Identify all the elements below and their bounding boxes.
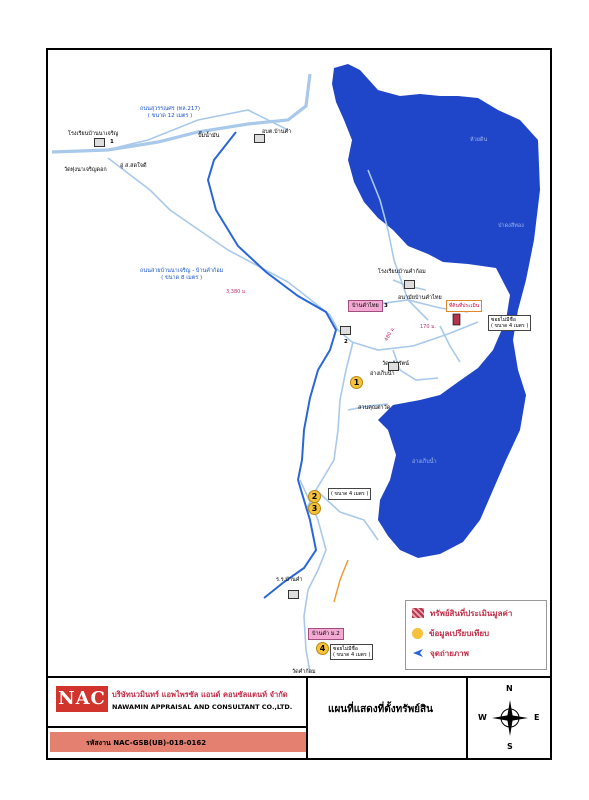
legend-comparison: ข้อมูลเปรียบเทียบ [412, 627, 489, 639]
photo-point-2: 2 [344, 339, 348, 345]
local-road-width: ( ขนาด 8 เมตร ) [161, 274, 203, 281]
label-forest: ป่าดงสีทอง [498, 223, 524, 229]
building-icon [94, 138, 105, 147]
nameless-soi-width: ( ขนาด 4 เมตร ) [491, 323, 529, 329]
label-junction: อบต.บ้านคำ [262, 129, 292, 135]
title-block: NAC บริษัทนวมินทร์ แอพไพรซัล แอนด์ คอนซั… [46, 676, 552, 760]
property-tag: ที่ดินที่ประเมิน [446, 300, 483, 312]
building-icon [388, 362, 399, 371]
nameless-soi-callout: ซอยไม่มีชื่อ ( ขนาด 4 เมตร ) [488, 315, 532, 331]
divider [48, 726, 306, 728]
highway-width: ( ขนาด 12 เมตร ) [147, 112, 193, 119]
compass-north: N [506, 684, 513, 693]
local-road-name: ถนนสายบ้านนาเจริญ - บ้านคำก้อม [140, 268, 224, 274]
village-khamthai-text: บ้านคำไทย [352, 303, 379, 309]
reservoir-water [332, 64, 540, 558]
nac-logo: NAC [56, 686, 108, 712]
village-khamthai-tag: บ้านคำไทย [348, 300, 383, 312]
legend-photo-text: จุดถ่ายภาพ [430, 648, 469, 658]
job-code-bar: รหัสงาน NAC-GSB(UB)-018-0162 [50, 732, 306, 752]
access-road [333, 559, 349, 603]
map-canvas [51, 64, 540, 673]
compass-rose: N S E W [466, 678, 552, 758]
local-roads [105, 109, 479, 673]
camera-direction-icon [412, 648, 424, 658]
soi-nameless-name: ซอยไม่มีชื่อ [333, 646, 358, 652]
location-map: ถนนสุวรรณศร (ทล.217) ( ขนาด 12 เมตร ) ถน… [46, 48, 552, 678]
label-lake: อ่างเก็บน้ำ [412, 459, 437, 465]
appraised-property [452, 313, 461, 326]
hatch-icon [412, 608, 424, 618]
comparison-2-callout: ( ขนาด 4 เมตร ) [328, 488, 372, 500]
divider [306, 678, 308, 758]
compass-east: E [534, 713, 540, 722]
legend-property: ทรัพย์สินที่ประเมินมูลค่า [412, 607, 512, 619]
label-forest-park: สวนคุณตาวัด [358, 405, 391, 411]
document-title: แผนที่แสดงที่ตั้งทรัพย์สิน [328, 704, 433, 715]
distance-short: 170 ม. [420, 324, 437, 330]
distance-main: 3,380 ม. [226, 289, 247, 295]
label-pump-station: ปั๊มน้ำมัน [198, 133, 220, 139]
building-icon [288, 590, 299, 599]
label-school-village: ร.ร.บ้านคำ [276, 577, 303, 583]
label-temple: วัดทุ่งนาเจริญดอก [64, 167, 107, 173]
label-school-nacharoen: โรงเรียนบ้านนาเจริญ [68, 131, 119, 137]
label-temple-bottom: วัดคำก้อม [292, 669, 316, 675]
company-name-thai: บริษัทนวมินทร์ แอพไพรซัล แอนด์ คอนซัลแตน… [112, 690, 288, 699]
highway-name-label: ถนนสุวรรณศร (ทล.217) ( ขนาด 12 เมตร ) [140, 106, 200, 119]
label-village-nadi: อู่ ส.สดใจดี [120, 163, 147, 169]
photo-point-1: 1 [110, 139, 114, 145]
comparison-marker-4: 4 [316, 642, 329, 655]
label-pond: อ่างเก็บน้ำ [370, 371, 395, 377]
label-school-khamkom: โรงเรียนบ้านคำก้อม [378, 269, 426, 275]
legend-comparison-text: ข้อมูลเปรียบเทียบ [429, 628, 490, 638]
highway-name: ถนนสุวรรณศร (ทล.217) [140, 106, 201, 112]
legend-photo: จุดถ่ายภาพ [412, 647, 469, 659]
main-road [206, 131, 338, 481]
soi-nameless-callout: ซอยไม่มีชื่อ ( ขนาด 4 เมตร ) [330, 644, 374, 660]
river [263, 479, 318, 599]
label-health-center: อนามัยบ้านคำไทย [398, 295, 442, 301]
comparison-marker-1: 1 [350, 376, 363, 389]
local-road-label: ถนนสายบ้านนาเจริญ - บ้านคำก้อม ( ขนาด 8 … [140, 268, 223, 281]
map-legend: ทรัพย์สินที่ประเมินมูลค่า ข้อมูลเปรียบเท… [405, 600, 547, 670]
compass-south: S [507, 742, 513, 751]
building-icon [404, 280, 415, 289]
soi-nameless-width: ( ขนาด 4 เมตร ) [333, 652, 371, 658]
photo-point-3: 3 [384, 303, 388, 309]
circle-icon [412, 627, 423, 639]
village-kham-m2-tag: บ้านคำ ม.2 [308, 628, 344, 640]
building-icon [340, 326, 351, 335]
building-icon [254, 134, 265, 143]
comparison-marker-3: 3 [308, 502, 321, 515]
compass-icon [492, 700, 528, 736]
job-code: รหัสงาน NAC-GSB(UB)-018-0162 [86, 739, 207, 747]
label-ravine: ห้วยดิน [470, 137, 488, 143]
company-name-english: NAWAMIN APPRAISAL AND CONSULTANT CO.,LTD… [112, 703, 293, 711]
compass-west: W [478, 713, 487, 722]
legend-property-text: ทรัพย์สินที่ประเมินมูลค่า [430, 608, 513, 618]
highway-217 [51, 73, 312, 154]
nameless-soi-name: ซอยไม่มีชื่อ [491, 317, 516, 323]
